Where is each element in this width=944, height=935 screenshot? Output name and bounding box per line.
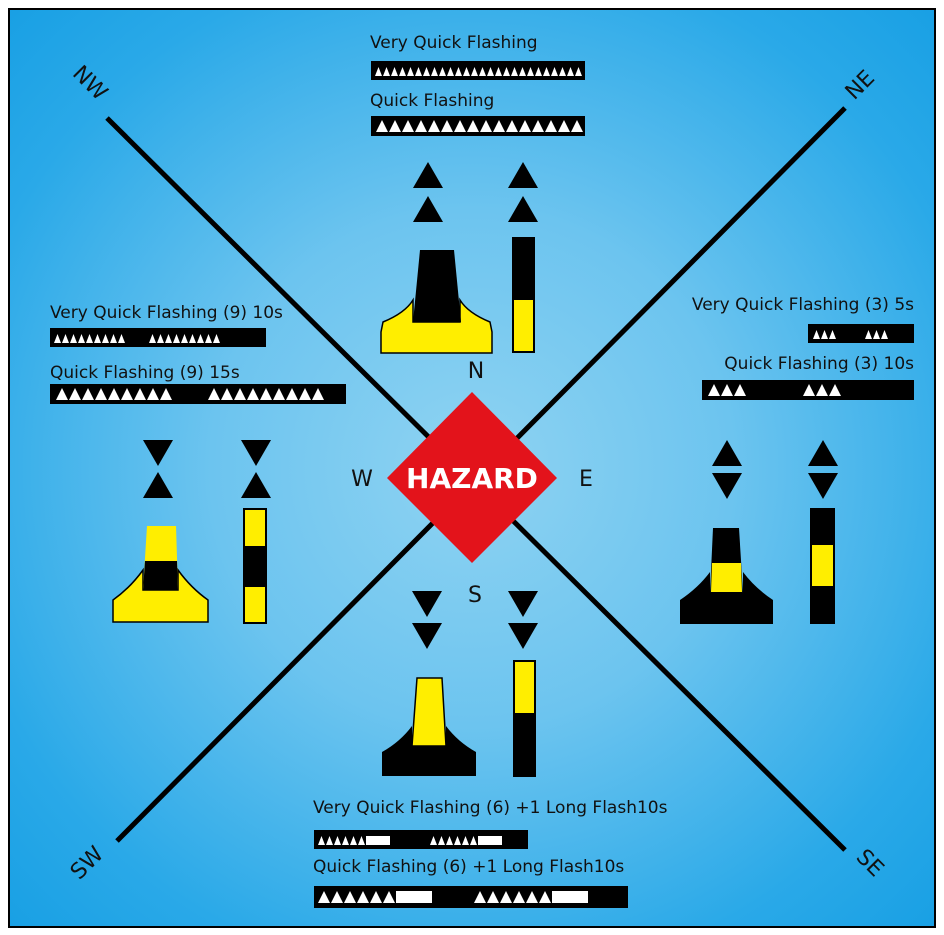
north-topmark-right	[508, 162, 538, 222]
cardinal-marks-diagram: NW NE SW SE HAZARD N S W E Very Quick Fl…	[8, 8, 936, 928]
south-buoy	[382, 677, 476, 776]
west-very-quick-label: Very Quick Flashing (9) 10s	[50, 303, 283, 323]
west-buoy	[112, 526, 209, 623]
direction-s: S	[468, 583, 482, 608]
north-buoy	[380, 250, 493, 354]
south-topmark-left	[412, 591, 442, 649]
north-topmark-left	[413, 162, 443, 222]
direction-n: N	[468, 359, 484, 384]
east-spar	[810, 508, 835, 624]
east-topmark-left	[712, 440, 742, 499]
south-topmark-right	[508, 591, 538, 649]
direction-e: E	[579, 467, 593, 492]
north-very-quick-pattern	[371, 61, 585, 80]
east-buoy	[680, 528, 773, 624]
north-quick-label: Quick Flashing	[370, 91, 494, 111]
east-very-quick-pattern	[808, 324, 914, 343]
quadrant-label-se: SE	[851, 845, 888, 882]
west-quick-pattern	[50, 384, 346, 404]
east-quick-label: Quick Flashing (3) 10s	[724, 354, 914, 374]
quadrant-label-ne: NE	[841, 66, 880, 105]
south-quick-label: Quick Flashing (6) +1 Long Flash10s	[313, 857, 624, 877]
quadrant-label-nw: NW	[67, 61, 112, 106]
direction-w: W	[351, 467, 373, 492]
west-topmark-left	[143, 440, 173, 498]
west-spar	[243, 508, 267, 624]
south-spar	[513, 660, 536, 777]
west-very-quick-pattern	[50, 328, 266, 347]
south-very-quick-label: Very Quick Flashing (6) +1 Long Flash10s	[313, 798, 668, 818]
south-quick-pattern	[314, 886, 628, 908]
north-quick-pattern	[371, 116, 585, 136]
hazard-label: HAZARD	[406, 462, 538, 495]
south-very-quick-pattern	[314, 830, 528, 849]
west-topmark-right	[241, 440, 271, 498]
east-topmark-right	[808, 440, 838, 499]
quadrant-label-sw: SW	[66, 842, 109, 885]
east-quick-pattern	[702, 380, 914, 400]
north-spar	[512, 237, 535, 353]
east-very-quick-label: Very Quick Flashing (3) 5s	[692, 295, 914, 315]
north-very-quick-label: Very Quick Flashing	[370, 33, 538, 53]
hazard-diamond	[387, 392, 557, 563]
west-quick-label: Quick Flashing (9) 15s	[50, 363, 240, 383]
